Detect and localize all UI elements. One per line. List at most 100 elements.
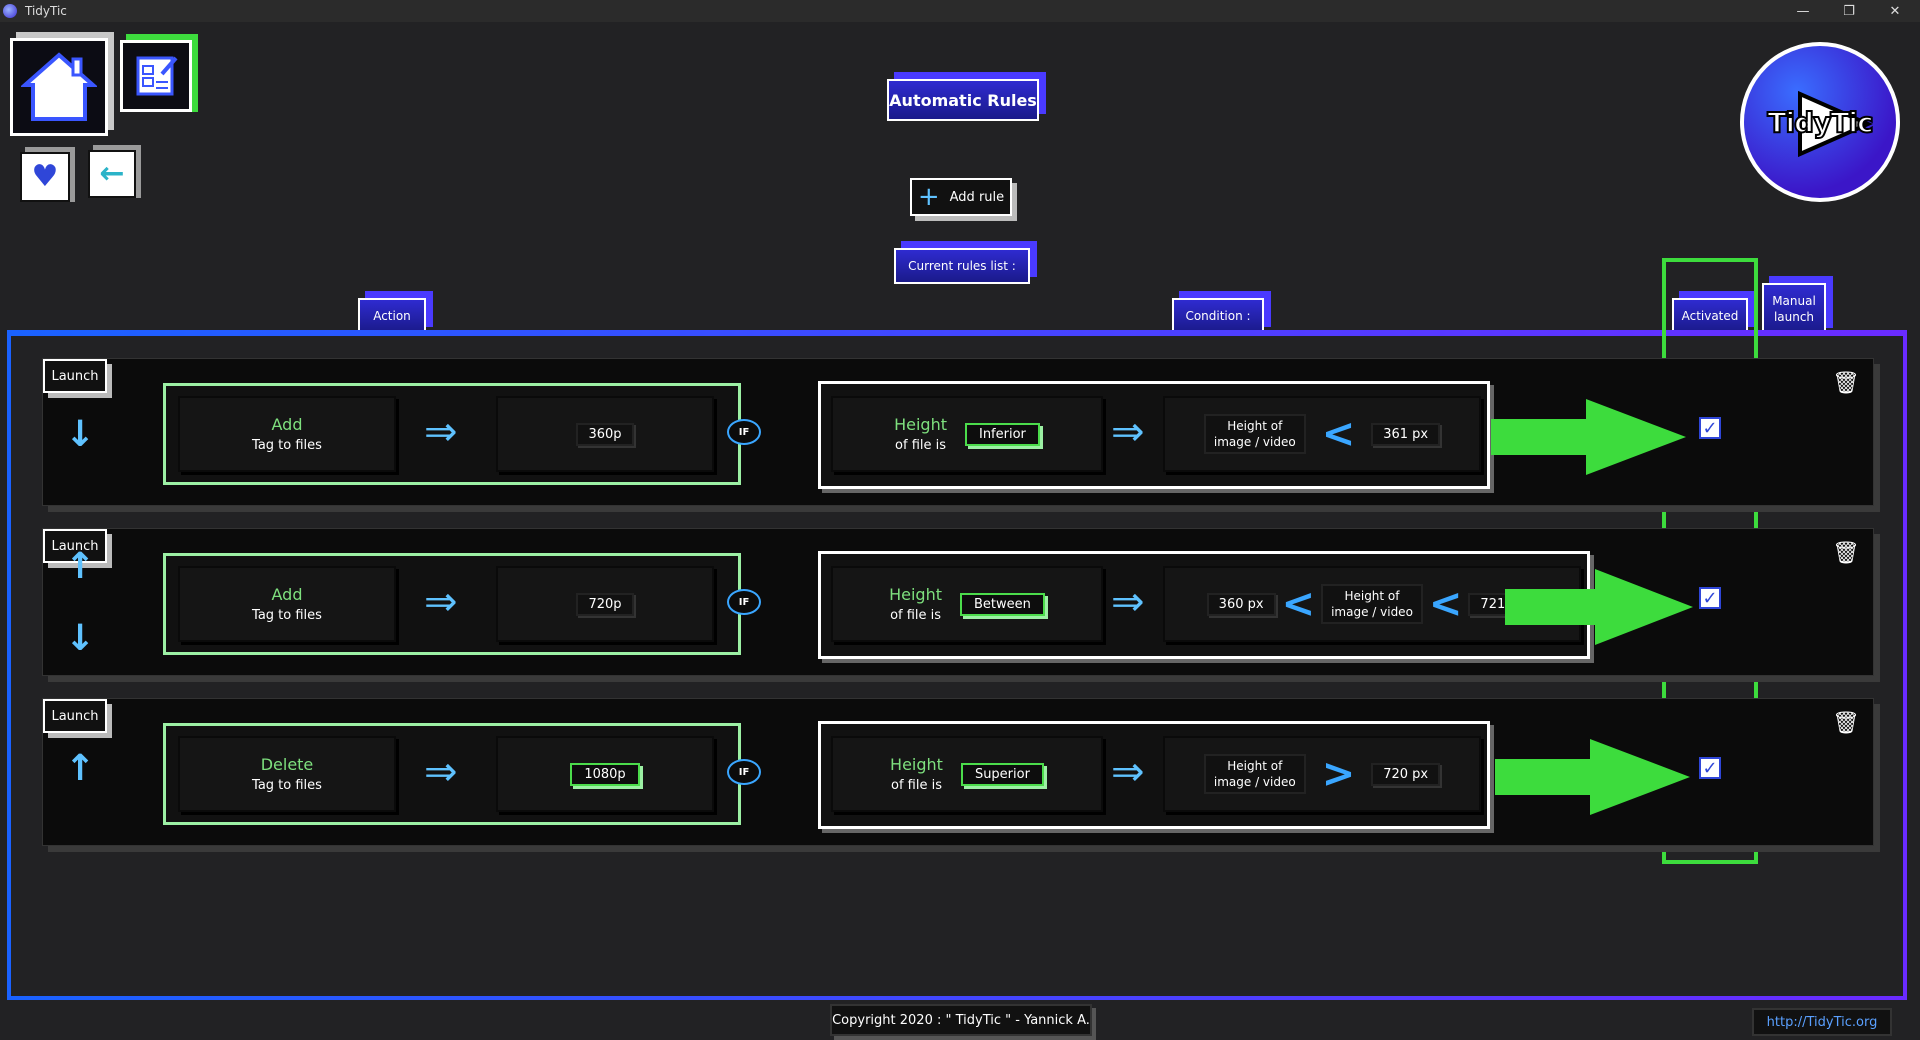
- if-badge: IF: [727, 589, 761, 615]
- operator-badge[interactable]: Inferior: [964, 422, 1040, 446]
- condition-sub: of file is: [895, 438, 947, 453]
- plus-icon: +: [917, 182, 940, 212]
- condition-cell[interactable]: Height of file is Superior: [831, 736, 1103, 812]
- heart-icon: ♥: [31, 159, 59, 194]
- move-up-icon[interactable]: ↑: [65, 748, 96, 789]
- action-title: Delete: [260, 755, 314, 774]
- rules-editor-button[interactable]: [120, 40, 192, 112]
- logo-text: TidyTic: [1766, 105, 1874, 140]
- column-activated: Activated: [1672, 298, 1748, 334]
- less-than-icon: <: [1321, 411, 1356, 457]
- condition-cell[interactable]: Height of file is Between: [831, 566, 1103, 642]
- if-badge: IF: [727, 419, 761, 445]
- action-value-cell[interactable]: 360p: [496, 396, 714, 472]
- action-value: 720p: [576, 592, 634, 616]
- target-field[interactable]: Height of image / video: [1203, 754, 1306, 794]
- target-cell[interactable]: Height of image / video > 720 px: [1163, 736, 1481, 812]
- if-badge: IF: [727, 759, 761, 785]
- restore-button[interactable]: ❐: [1843, 3, 1855, 19]
- current-rules-label: Current rules list :: [894, 248, 1030, 284]
- back-arrow-icon: ←: [99, 156, 125, 191]
- condition-title: Height: [890, 755, 943, 774]
- launch-button[interactable]: Launch: [43, 699, 107, 733]
- less-than-icon: <: [1428, 581, 1463, 627]
- launch-button[interactable]: Launch: [43, 529, 107, 563]
- trash-icon[interactable]: 🗑: [1832, 540, 1860, 566]
- action-value: 1080p: [570, 762, 640, 786]
- action-sub: Tag to files: [252, 608, 322, 623]
- back-button[interactable]: ←: [88, 150, 136, 198]
- column-action: Action: [358, 298, 426, 334]
- action-type-cell[interactable]: Add Tag to files: [178, 566, 396, 642]
- logo-arrow-icon: [1798, 90, 1873, 158]
- add-rule-button[interactable]: + Add rule: [910, 178, 1012, 216]
- move-down-icon[interactable]: ↓: [65, 618, 96, 659]
- rule-action-box[interactable]: Add Tag to files ⇒ 720p: [163, 553, 741, 655]
- app-icon: [3, 4, 17, 18]
- green-arrow-icon: [1491, 399, 1686, 475]
- target-field[interactable]: Height of image / video: [1321, 584, 1423, 624]
- action-value-cell[interactable]: 1080p: [496, 736, 714, 812]
- operator-badge[interactable]: Between: [960, 592, 1045, 616]
- trash-icon[interactable]: 🗑: [1832, 370, 1860, 396]
- trash-icon[interactable]: 🗑: [1832, 710, 1860, 736]
- action-value-cell[interactable]: 720p: [496, 566, 714, 642]
- action-sub: Tag to files: [252, 778, 322, 793]
- activated-checkbox[interactable]: ✓: [1699, 417, 1721, 439]
- launch-button[interactable]: Launch: [43, 359, 107, 393]
- activated-checkbox[interactable]: ✓: [1699, 757, 1721, 779]
- rule-action-box[interactable]: Add Tag to files ⇒ 360p: [163, 383, 741, 485]
- add-rule-label: Add rule: [949, 189, 1005, 205]
- greater-than-icon: >: [1321, 751, 1356, 797]
- page-title: Automatic Rules: [887, 79, 1039, 121]
- condition-sub: of file is: [890, 608, 942, 623]
- move-down-icon[interactable]: ↓: [65, 414, 96, 455]
- column-manual-launch: Manual launch: [1762, 283, 1826, 335]
- green-arrow-icon: [1505, 569, 1693, 645]
- double-arrow-right-icon: ⇒: [424, 409, 458, 455]
- action-type-cell[interactable]: Add Tag to files: [178, 396, 396, 472]
- target-field[interactable]: Height of image / video: [1203, 414, 1306, 454]
- double-arrow-right-icon: ⇒: [424, 579, 458, 625]
- less-than-icon: <: [1281, 581, 1316, 627]
- action-sub: Tag to files: [252, 438, 322, 453]
- target-cell[interactable]: Height of image / video < 361 px: [1163, 396, 1481, 472]
- rules-edit-icon: [136, 56, 178, 96]
- condition-sub: of file is: [891, 778, 942, 793]
- copyright: Copyright 2020 : " TidyTic " - Yannick A…: [830, 1004, 1092, 1036]
- green-arrow-icon: [1495, 739, 1690, 815]
- website-link[interactable]: http://TidyTic.org: [1752, 1008, 1892, 1036]
- rule-condition-box[interactable]: Height of file is Superior ⇒ Height of i…: [818, 721, 1490, 829]
- threshold-value[interactable]: 720 px: [1371, 762, 1441, 786]
- title-bar: TidyTic — ❐ ✕: [0, 0, 1920, 22]
- condition-title: Height: [889, 585, 942, 604]
- rule-row-2: ↑ ↓ Add Tag to files ⇒ 720p IF Height of…: [42, 528, 1874, 676]
- close-button[interactable]: ✕: [1889, 3, 1901, 19]
- action-value: 360p: [576, 422, 634, 446]
- action-title: Add: [271, 415, 303, 434]
- column-condition: Condition :: [1172, 298, 1264, 334]
- tidytic-logo: TidyTic: [1740, 42, 1900, 202]
- rule-condition-box[interactable]: Height of file is Between ⇒ 360 px < Hei…: [818, 551, 1590, 659]
- double-arrow-right-icon: ⇒: [1111, 579, 1145, 625]
- condition-title: Height: [894, 415, 947, 434]
- home-icon: [21, 52, 97, 121]
- double-arrow-right-icon: ⇒: [1111, 749, 1145, 795]
- threshold-value[interactable]: 361 px: [1371, 422, 1441, 446]
- low-value[interactable]: 360 px: [1206, 592, 1276, 616]
- activated-checkbox[interactable]: ✓: [1699, 587, 1721, 609]
- rule-row-1: ↓ Add Tag to files ⇒ 360p IF Height of f…: [42, 358, 1874, 506]
- operator-badge[interactable]: Superior: [960, 762, 1044, 786]
- minimize-button[interactable]: —: [1796, 3, 1810, 19]
- favorites-button[interactable]: ♥: [20, 152, 70, 202]
- rule-action-box[interactable]: Delete Tag to files ⇒ 1080p: [163, 723, 741, 825]
- home-button[interactable]: [10, 38, 108, 136]
- move-up-icon[interactable]: ↑: [65, 546, 96, 587]
- action-type-cell[interactable]: Delete Tag to files: [178, 736, 396, 812]
- condition-cell[interactable]: Height of file is Inferior: [831, 396, 1103, 472]
- rule-condition-box[interactable]: Height of file is Inferior ⇒ Height of i…: [818, 381, 1490, 489]
- action-title: Add: [271, 585, 303, 604]
- double-arrow-right-icon: ⇒: [424, 749, 458, 795]
- window-title: TidyTic: [25, 4, 67, 18]
- double-arrow-right-icon: ⇒: [1111, 409, 1145, 455]
